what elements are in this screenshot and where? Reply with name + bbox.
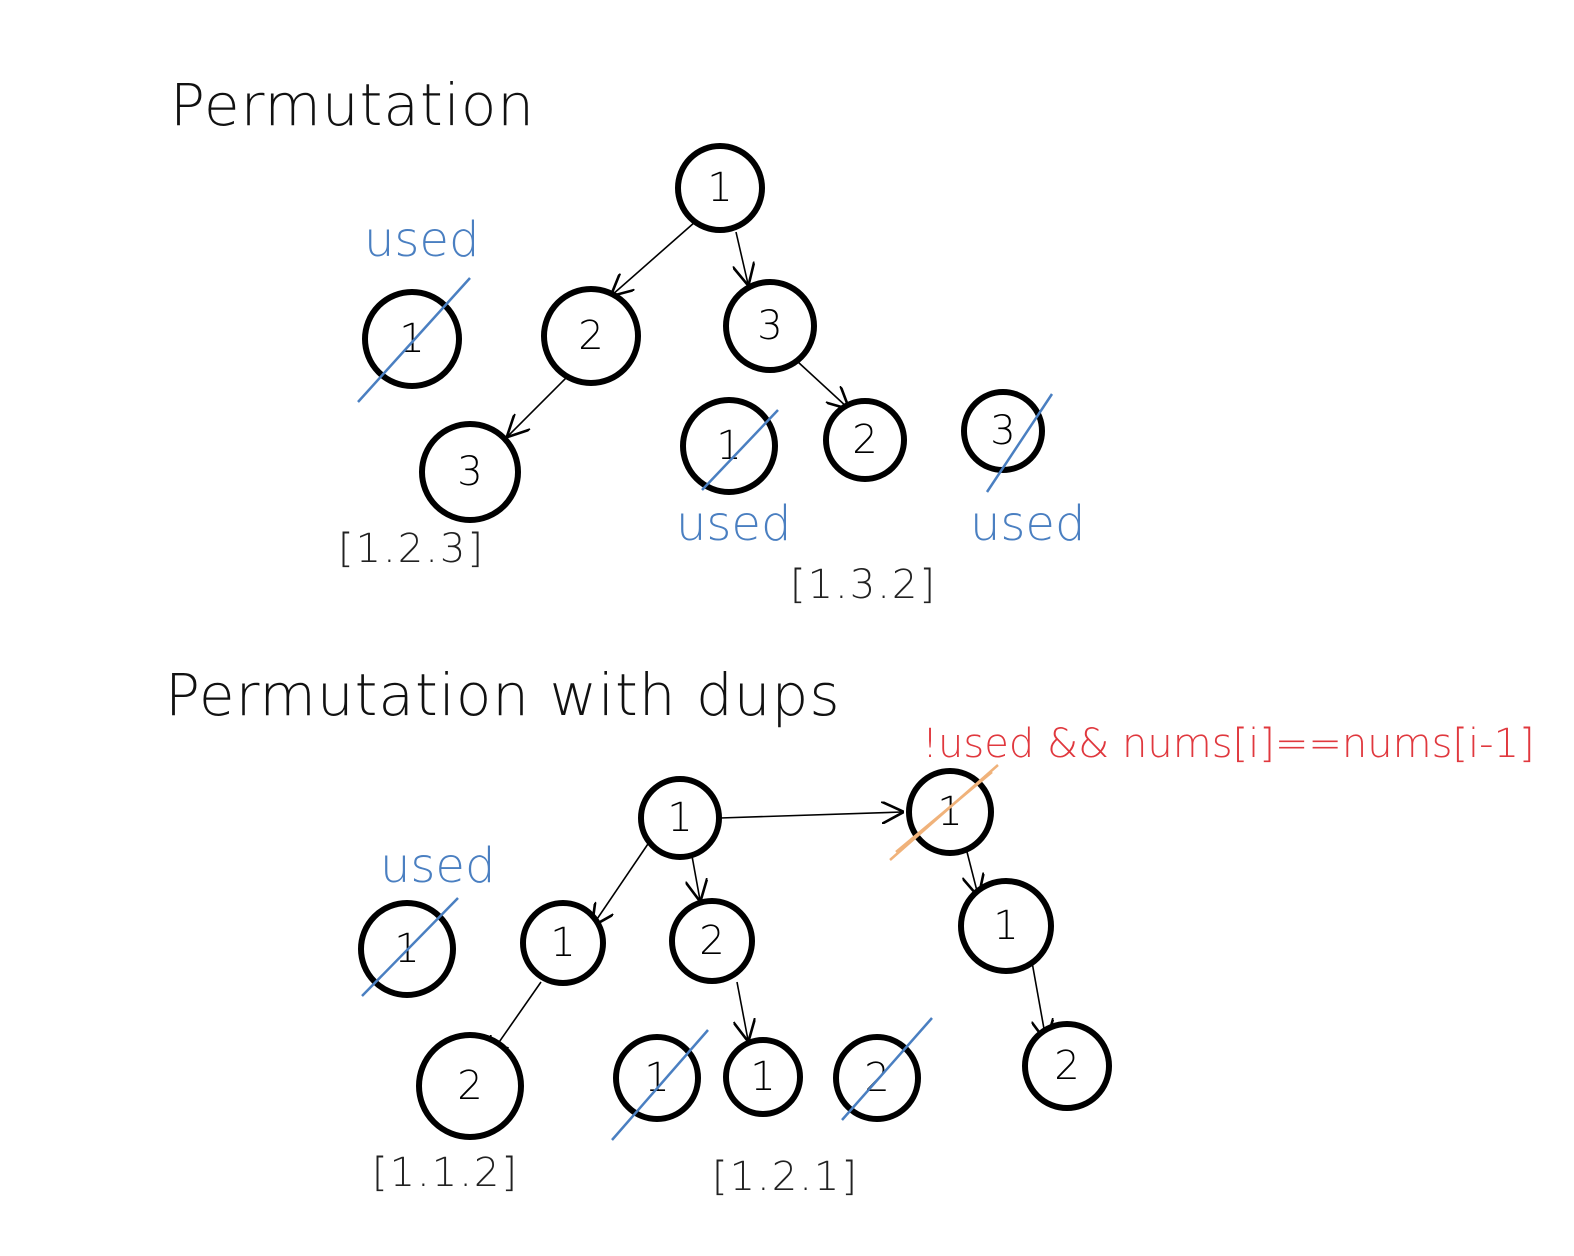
tree1-node-3-leaf: 3 [419,421,521,523]
result-1: [1.1.2] [372,1150,519,1196]
tree2-node-dup-root: 1 [889,764,999,861]
tree1-node-used-1: 1 [357,277,471,403]
edge-1-to-2-right [1031,961,1046,1040]
node-value: 1 [667,795,692,841]
result-1: [1.2.3] [338,526,485,572]
tree2-node-right-2: 2 [1022,1021,1112,1111]
tree1-node-root: 1 [675,143,765,233]
node-value: 1 [707,165,732,211]
node-value: 2 [1054,1043,1079,1089]
strike-line [985,393,1054,493]
tree2-node-1: 1 [520,900,606,986]
tree2-node-2: 2 [669,898,755,984]
strike-line [841,1017,933,1121]
edge-root-to-dup [719,812,902,818]
tree2-node-used-2: 2 [833,1017,933,1122]
strike-line [895,771,993,853]
strike-line [361,897,459,997]
edge-2-to-1 [737,981,748,1040]
result-2: [1.2.1] [712,1154,859,1200]
node-value: 2 [578,313,603,359]
edge-3-to-2 [797,361,848,408]
strike-line [357,277,471,403]
strike-line [611,1029,709,1141]
tree2-node-used-1b: 1 [611,1029,709,1141]
used-label: used [364,212,479,268]
tree1-node-2-leaf: 2 [823,398,907,482]
edge-root-to-1 [593,837,653,925]
node-value: 1 [993,903,1018,949]
node-value: 2 [699,918,724,964]
node-value: 2 [457,1063,482,1109]
tree2-node-leaf-1: 1 [723,1037,803,1117]
node-value: 2 [852,417,877,463]
node-value: 3 [457,449,482,495]
used-label: used [380,838,495,894]
node-value: 1 [937,789,962,835]
tree1-node-used-1b: 1 [680,397,779,495]
edge-1-to-2 [612,221,696,295]
title-permutation-with-dups: Permutation with dups [165,661,841,729]
edge-dup-to-1 [966,847,978,895]
used-label: used [676,496,791,552]
skip-condition: !used && nums[i]==nums[i-1] [922,721,1535,767]
tree2-node-right-1: 1 [958,878,1054,974]
title-permutation: Permutation [170,71,535,139]
node-value: 3 [990,408,1015,454]
tree2-node-leaf-2: 2 [416,1032,524,1140]
node-value: 1 [399,316,424,362]
node-value: 3 [757,303,782,349]
used-label: used [970,496,1085,552]
tree2-node-root: 1 [638,776,722,860]
edge-2-to-3 [508,371,573,436]
tree1-node-used-3: 3 [961,389,1054,493]
strike-line [701,409,779,491]
tree2-node-used-1: 1 [358,897,459,998]
node-value: 2 [864,1055,889,1101]
edge-1-to-3 [736,231,748,284]
node-value: 1 [550,920,575,966]
node-value: 1 [750,1054,775,1100]
result-2: [1.3.2] [790,562,937,608]
tree1-node-3: 3 [723,279,817,373]
tree1-node-2: 2 [541,286,641,386]
